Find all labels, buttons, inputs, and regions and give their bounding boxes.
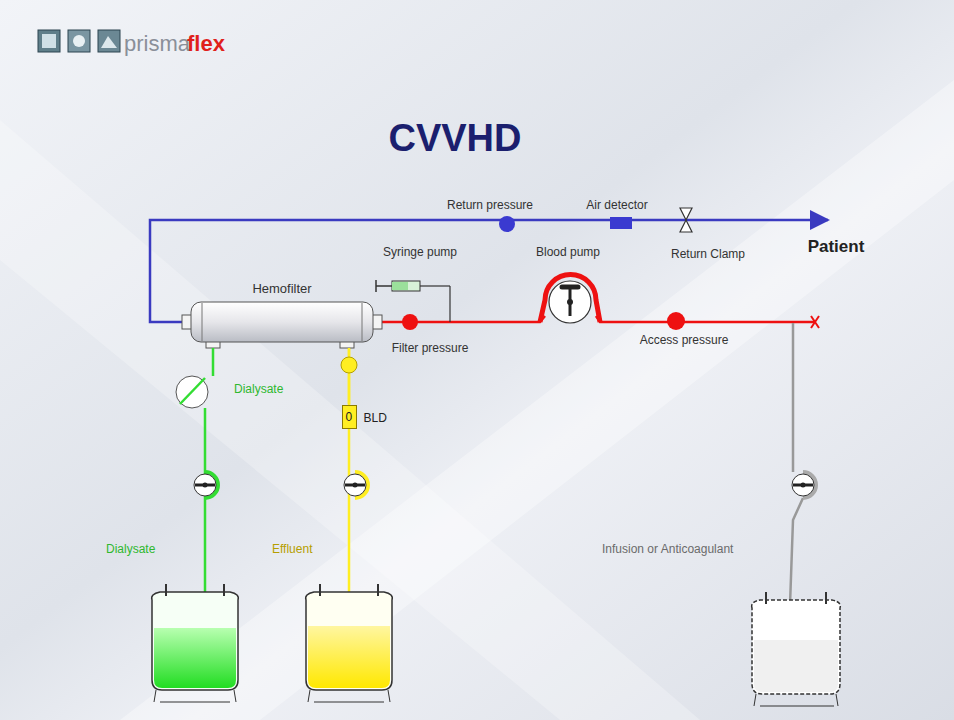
effluent-line: [348, 348, 351, 600]
access-end: [811, 316, 819, 328]
sensor-label: Air detector: [586, 199, 647, 212]
dialysate-bag: [152, 584, 239, 702]
filter-label: Hemofilter: [252, 281, 311, 296]
effluent-bag: [306, 584, 393, 702]
logo-icons: [38, 30, 120, 52]
return-clamp: [680, 208, 692, 232]
detector-reading: 0: [343, 406, 356, 428]
return-pressure-sensor: [499, 216, 515, 232]
effluent-pump: [344, 472, 368, 498]
dialysate-line: [205, 348, 213, 600]
access-pressure-sensor: [667, 312, 685, 330]
sensor-label: Filter pressure: [392, 342, 469, 355]
fluid-label: Dialysate: [234, 383, 283, 396]
filter-pressure-sensor: [402, 314, 418, 330]
infusion-bag: [752, 592, 841, 706]
effluent-pressure-sensor: [341, 357, 357, 373]
dialysate-gauge: [176, 376, 208, 408]
blood-pump: [540, 275, 600, 323]
blood-leak-detector: 0BLD: [342, 405, 357, 429]
diagram-title: CVVHD: [388, 118, 521, 160]
fluid-label: Effluent: [272, 543, 312, 556]
effluent-tubing: [348, 343, 351, 405]
sensor-label: Return pressure: [447, 199, 533, 212]
logo-text: prisma: [124, 32, 190, 56]
hemofilter: Hemofilter: [190, 301, 374, 343]
dialysate-pump: [194, 472, 218, 498]
syringe-pump: [376, 280, 450, 322]
infusion-line: [790, 323, 803, 605]
logo-text: flex: [187, 32, 225, 56]
pump-label: Blood pump: [536, 246, 600, 259]
fluid-label: Infusion or Anticoagulant: [602, 543, 733, 556]
access-line: [380, 316, 815, 322]
air-detector: [610, 217, 632, 229]
pump-label: Syringe pump: [383, 246, 457, 259]
filter-cylinder: [190, 301, 374, 343]
clamp-label: Return Clamp: [671, 248, 745, 261]
sensor-label: Access pressure: [640, 334, 729, 347]
detector-label: BLD: [364, 411, 387, 425]
patient-label: Patient: [808, 238, 865, 257]
infusion-pump: [792, 472, 816, 498]
fluid-label: Dialysate: [106, 543, 155, 556]
